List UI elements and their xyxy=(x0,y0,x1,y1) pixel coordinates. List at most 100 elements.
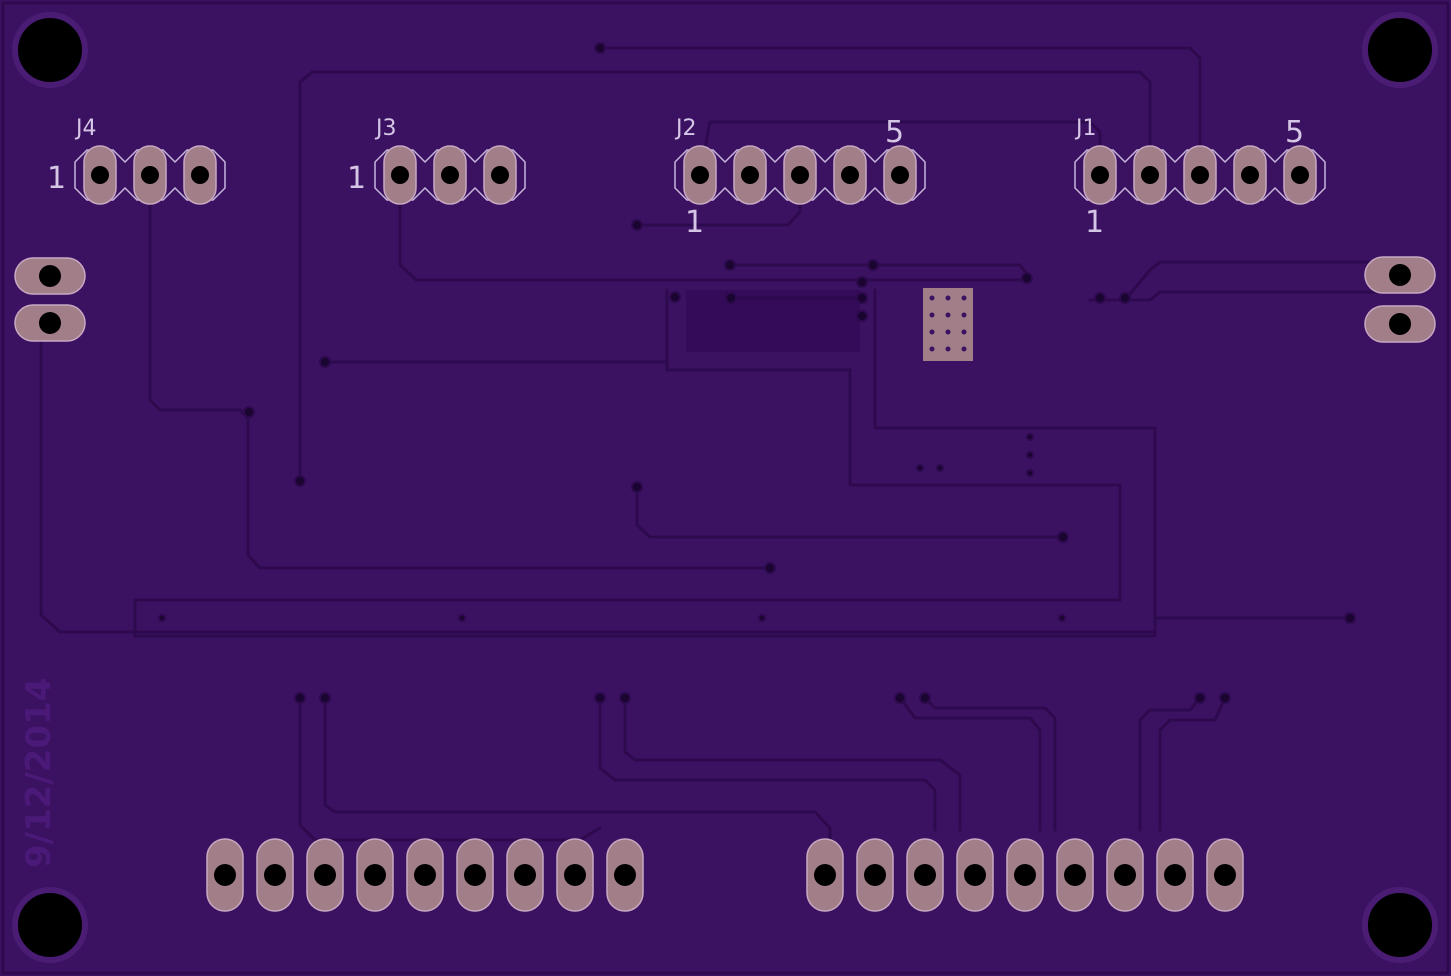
via xyxy=(1026,433,1034,441)
pad-drill xyxy=(391,166,409,184)
via xyxy=(319,356,331,368)
via xyxy=(631,481,643,493)
trace-mid-4 xyxy=(635,485,1065,539)
via xyxy=(867,259,879,271)
pad-drill xyxy=(414,864,436,886)
pad-drill xyxy=(1191,166,1209,184)
via xyxy=(764,562,776,574)
smd-pad-via xyxy=(929,312,935,318)
header-outline xyxy=(1074,149,1326,201)
via xyxy=(856,310,868,322)
smd-pad-via xyxy=(929,329,935,335)
mounting-hole-bottom-left xyxy=(12,887,88,963)
power-pads-right xyxy=(1364,256,1436,343)
smd-pad-via xyxy=(945,312,951,318)
pad-drill xyxy=(464,864,486,886)
smd-pad-via xyxy=(961,312,967,318)
header-j1: J1 1 5 xyxy=(1074,115,1326,240)
via xyxy=(619,692,631,704)
via xyxy=(669,291,681,303)
pad-drill xyxy=(1014,864,1036,886)
pin5-label: 5 xyxy=(885,115,904,150)
via xyxy=(294,475,306,487)
pad-drill xyxy=(891,166,909,184)
pad-drill xyxy=(264,864,286,886)
pad-drill xyxy=(214,864,236,886)
pin1-label: 1 xyxy=(347,161,366,196)
ground-plane-zone xyxy=(39,288,1157,638)
via xyxy=(916,464,924,472)
pad-drill xyxy=(1141,166,1159,184)
trace-bottom-3 xyxy=(598,696,937,832)
via xyxy=(319,692,331,704)
pad-drill xyxy=(814,864,836,886)
trace-bottom-2 xyxy=(323,696,832,872)
via xyxy=(936,464,944,472)
smd-pad-via xyxy=(945,295,951,301)
trace-bottom-8 xyxy=(1158,696,1227,832)
via xyxy=(758,614,766,622)
header-ref: J1 xyxy=(1074,116,1097,141)
pad-drill xyxy=(741,166,759,184)
header-pads xyxy=(83,145,1317,205)
via xyxy=(1344,612,1356,624)
via xyxy=(458,614,466,622)
pad-drill xyxy=(514,864,536,886)
smd-pad-via xyxy=(961,346,967,352)
pad-drill xyxy=(1064,864,1086,886)
smd-pad-via xyxy=(929,295,935,301)
pin5-label: 5 xyxy=(1285,115,1304,150)
zone-outline xyxy=(133,288,1157,638)
pad-drill xyxy=(914,864,936,886)
pad-drill xyxy=(491,166,509,184)
pad-drill xyxy=(791,166,809,184)
via xyxy=(894,692,906,704)
via xyxy=(856,292,868,304)
via xyxy=(724,259,736,271)
bottom-connector-pads xyxy=(206,838,1244,912)
header-ref: J2 xyxy=(674,116,697,141)
vias xyxy=(158,42,1356,704)
smd-pad-array xyxy=(923,288,973,361)
pad-drill xyxy=(364,864,386,886)
pad-drill xyxy=(1291,166,1309,184)
pad-drill xyxy=(91,166,109,184)
via xyxy=(1219,692,1231,704)
trace-bottom-7 xyxy=(1138,696,1202,832)
trace-j1-loop xyxy=(298,70,1152,482)
via xyxy=(1119,292,1131,304)
mounting-hole-top-right xyxy=(1362,12,1438,88)
pin1-label: 1 xyxy=(685,205,704,240)
mounting-hole-bottom-right xyxy=(1362,887,1438,963)
pad-drill xyxy=(564,864,586,886)
pad-drill xyxy=(1214,864,1236,886)
trace-bottom-5 xyxy=(898,696,1042,832)
header-ref: J3 xyxy=(374,116,397,141)
via xyxy=(243,406,255,418)
trace-bottom-6 xyxy=(923,696,1057,832)
smd-pad-via xyxy=(961,329,967,335)
pad-drill xyxy=(1114,864,1136,886)
power-pads-left xyxy=(14,257,86,342)
mounting-holes xyxy=(12,12,1438,963)
via xyxy=(1026,451,1034,459)
via xyxy=(158,614,166,622)
pin1-label: 1 xyxy=(47,161,66,196)
pin1-label: 1 xyxy=(1085,205,1104,240)
via xyxy=(594,42,606,54)
trace-bottom-1 xyxy=(298,696,602,842)
pad-drill xyxy=(1164,864,1186,886)
smd-pad-via xyxy=(961,295,967,301)
smd-pad-via xyxy=(945,346,951,352)
via xyxy=(294,692,306,704)
via xyxy=(1026,469,1034,477)
header-j2: J2 1 5 xyxy=(674,115,926,240)
pad-drill xyxy=(39,265,61,287)
pad-drill xyxy=(141,166,159,184)
pad-drill xyxy=(191,166,209,184)
trace-right-2 xyxy=(1123,260,1402,302)
pad-drill xyxy=(964,864,986,886)
pad-drill xyxy=(691,166,709,184)
